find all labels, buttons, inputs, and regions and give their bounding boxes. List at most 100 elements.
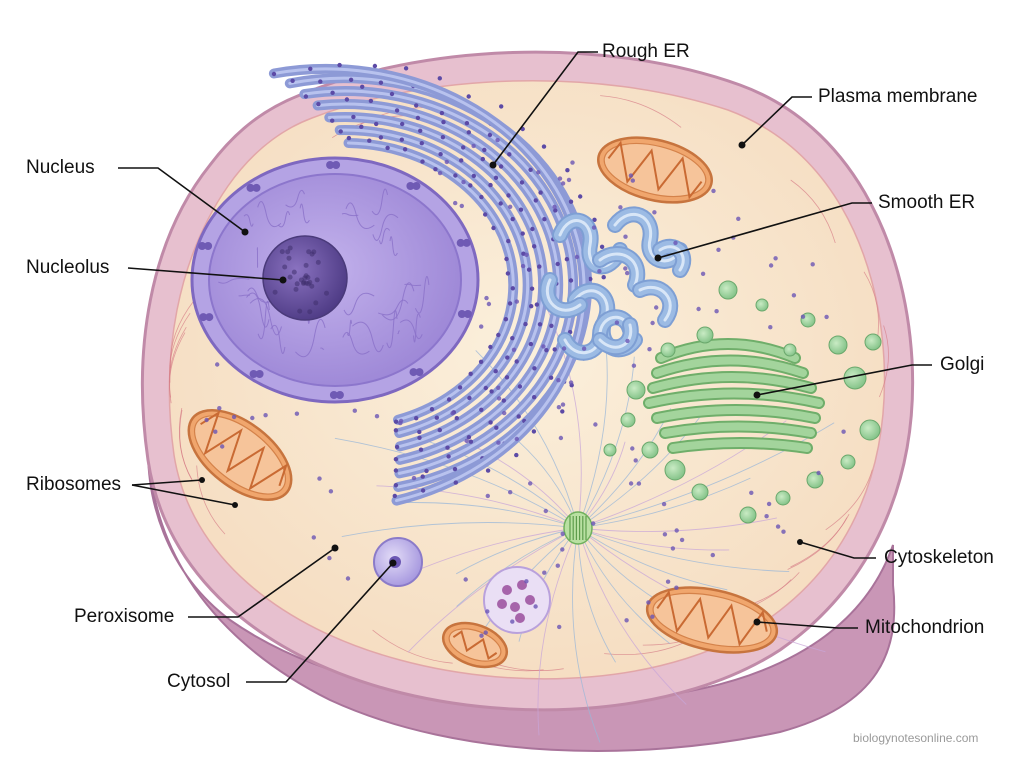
free-ribosome	[675, 528, 679, 532]
rough-er-ribosome	[469, 440, 473, 444]
free-ribosome	[445, 160, 449, 164]
lysosome-granule	[502, 585, 512, 595]
free-ribosome	[749, 491, 753, 495]
golgi-vesicle	[860, 420, 880, 440]
rough-er-ribosome	[455, 416, 459, 420]
nucleolus-granule	[301, 281, 306, 286]
free-ribosome	[453, 201, 457, 205]
rough-er-ribosome	[569, 278, 573, 282]
free-ribosome	[701, 272, 705, 276]
free-ribosome	[515, 299, 519, 303]
free-ribosome	[217, 406, 221, 410]
rough-er-ribosome	[469, 372, 473, 376]
free-ribosome	[544, 509, 548, 513]
nucleolus-granule	[315, 277, 320, 282]
free-ribosome	[575, 255, 579, 259]
golgi-vesicle	[807, 472, 823, 488]
free-ribosome	[515, 437, 519, 441]
rough-er-ribosome	[483, 212, 487, 216]
rough-er-ribosome	[484, 386, 488, 390]
rough-er-ribosome	[506, 239, 510, 243]
free-ribosome	[508, 490, 512, 494]
nucleolus-granule	[324, 291, 329, 296]
rough-er-ribosome	[511, 286, 515, 290]
rough-er-ribosome	[602, 275, 606, 279]
rough-er-ribosome	[505, 355, 509, 359]
free-ribosome	[570, 160, 574, 164]
rough-er-ribosome	[488, 183, 492, 187]
nucleolus-granule	[294, 287, 299, 292]
rough-er-ribosome	[304, 94, 308, 98]
golgi-vesicle	[865, 334, 881, 350]
free-ribosome	[558, 176, 562, 180]
free-ribosome	[816, 471, 820, 475]
rough-er-ribosome	[349, 78, 353, 82]
free-ribosome	[486, 494, 490, 498]
peroxisome	[374, 538, 422, 586]
rough-er-ribosome	[467, 396, 471, 400]
free-ribosome	[662, 502, 666, 506]
rough-er-ribosome	[544, 348, 548, 352]
free-ribosome	[412, 476, 416, 480]
rough-er-ribosome	[537, 264, 541, 268]
nucleolus-granule	[273, 290, 278, 295]
free-ribosome	[711, 189, 715, 193]
free-ribosome	[559, 436, 563, 440]
leader-dot-smooth-er	[655, 255, 662, 262]
nucleolus-granule	[307, 309, 312, 314]
golgi-vesicle	[829, 336, 847, 354]
rough-er-ribosome	[479, 195, 483, 199]
free-ribosome	[696, 307, 700, 311]
rough-er-ribosome	[556, 262, 560, 266]
rough-er-ribosome	[482, 148, 486, 152]
rough-er-ribosome	[479, 408, 483, 412]
free-ribosome	[650, 615, 654, 619]
rough-er-ribosome	[419, 448, 423, 452]
rough-er-ribosome	[420, 141, 424, 145]
rough-er-ribosome	[496, 333, 500, 337]
free-ribosome	[561, 402, 565, 406]
free-ribosome	[811, 262, 815, 266]
rough-er-ribosome	[446, 454, 450, 458]
free-ribosome	[495, 138, 499, 142]
free-ribosome	[552, 205, 556, 209]
leader-dot-mitochondrion	[754, 619, 761, 626]
rough-er-ribosome	[453, 467, 457, 471]
label-ribosomes: Ribosomes	[26, 474, 121, 496]
rough-er-ribosome	[445, 446, 449, 450]
free-ribosome	[312, 535, 316, 539]
rough-er-ribosome	[506, 271, 510, 275]
free-ribosome	[521, 264, 525, 268]
nucleolus-granule	[295, 281, 300, 286]
rough-er-ribosome	[400, 122, 404, 126]
nuclear-pore	[412, 182, 420, 190]
centrosome-body	[564, 512, 592, 544]
rough-er-ribosome	[379, 81, 383, 85]
free-ribosome	[623, 235, 627, 239]
free-ribosome	[666, 580, 670, 584]
label-cytoskeleton: Cytoskeleton	[884, 547, 994, 569]
golgi-vesicle	[665, 460, 685, 480]
label-nucleus: Nucleus	[26, 157, 95, 179]
rough-er-ribosome	[529, 342, 533, 346]
golgi-vesicle	[642, 442, 658, 458]
free-ribosome	[232, 415, 236, 419]
free-ribosome	[317, 476, 321, 480]
free-ribosome	[637, 481, 641, 485]
rough-er-ribosome	[394, 468, 398, 472]
free-ribosome	[295, 412, 299, 416]
rough-er-ribosome	[553, 347, 557, 351]
nucleolus-granule	[287, 256, 292, 261]
label-nucleolus: Nucleolus	[26, 257, 109, 279]
leader-dot-cytoskeleton	[797, 539, 803, 545]
nuclear-pore	[464, 310, 472, 318]
free-ribosome	[711, 553, 715, 557]
rough-er-ribosome	[421, 488, 425, 492]
label-plasma-membrane: Plasma membrane	[818, 86, 977, 108]
free-ribosome	[647, 347, 651, 351]
free-ribosome	[673, 241, 677, 245]
rough-er-ribosome	[360, 85, 364, 89]
rough-er-ribosome	[337, 63, 341, 67]
free-ribosome	[767, 502, 771, 506]
rough-er-ribosome	[499, 201, 503, 205]
